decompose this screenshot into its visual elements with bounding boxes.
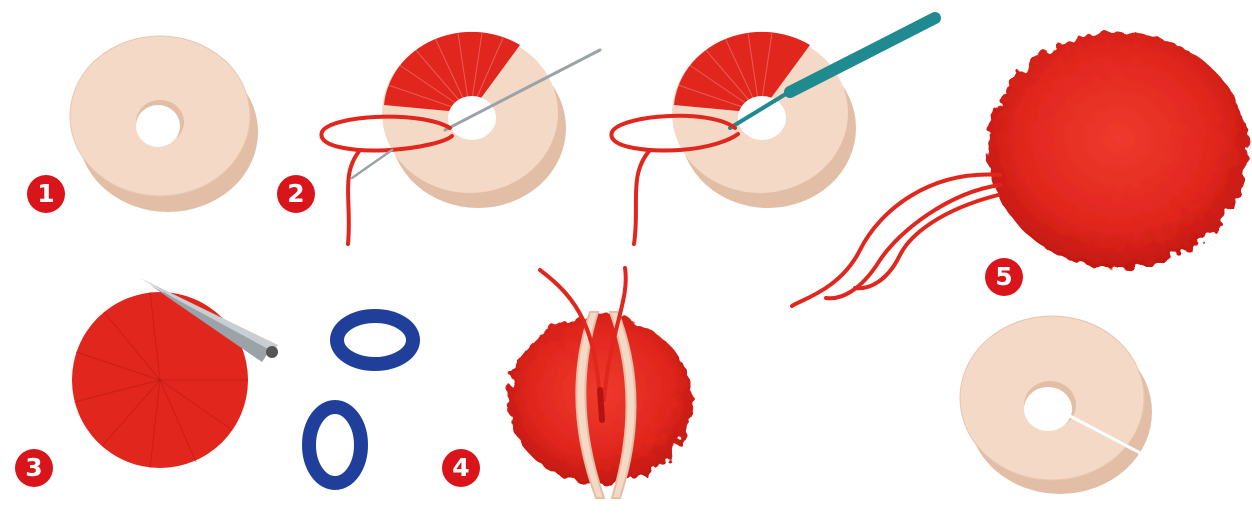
step-4-tie-center xyxy=(508,268,692,498)
step-badge-3: 3 xyxy=(15,449,53,487)
step-badge-1: 1 xyxy=(27,175,65,213)
step-badge-4: 4 xyxy=(442,449,480,487)
step-badge-5: 5 xyxy=(985,258,1023,296)
step-3-scissors-cut xyxy=(72,278,413,483)
slit-cardboard-ring xyxy=(960,316,1152,494)
step-1-cardboard-rings xyxy=(70,36,258,212)
step-5-finished-pompom xyxy=(792,32,1248,306)
step-badge-2: 2 xyxy=(277,175,315,213)
step-2-wrap-yarn-needle xyxy=(321,32,600,244)
crochet-hook-wrap-variant xyxy=(611,18,935,244)
